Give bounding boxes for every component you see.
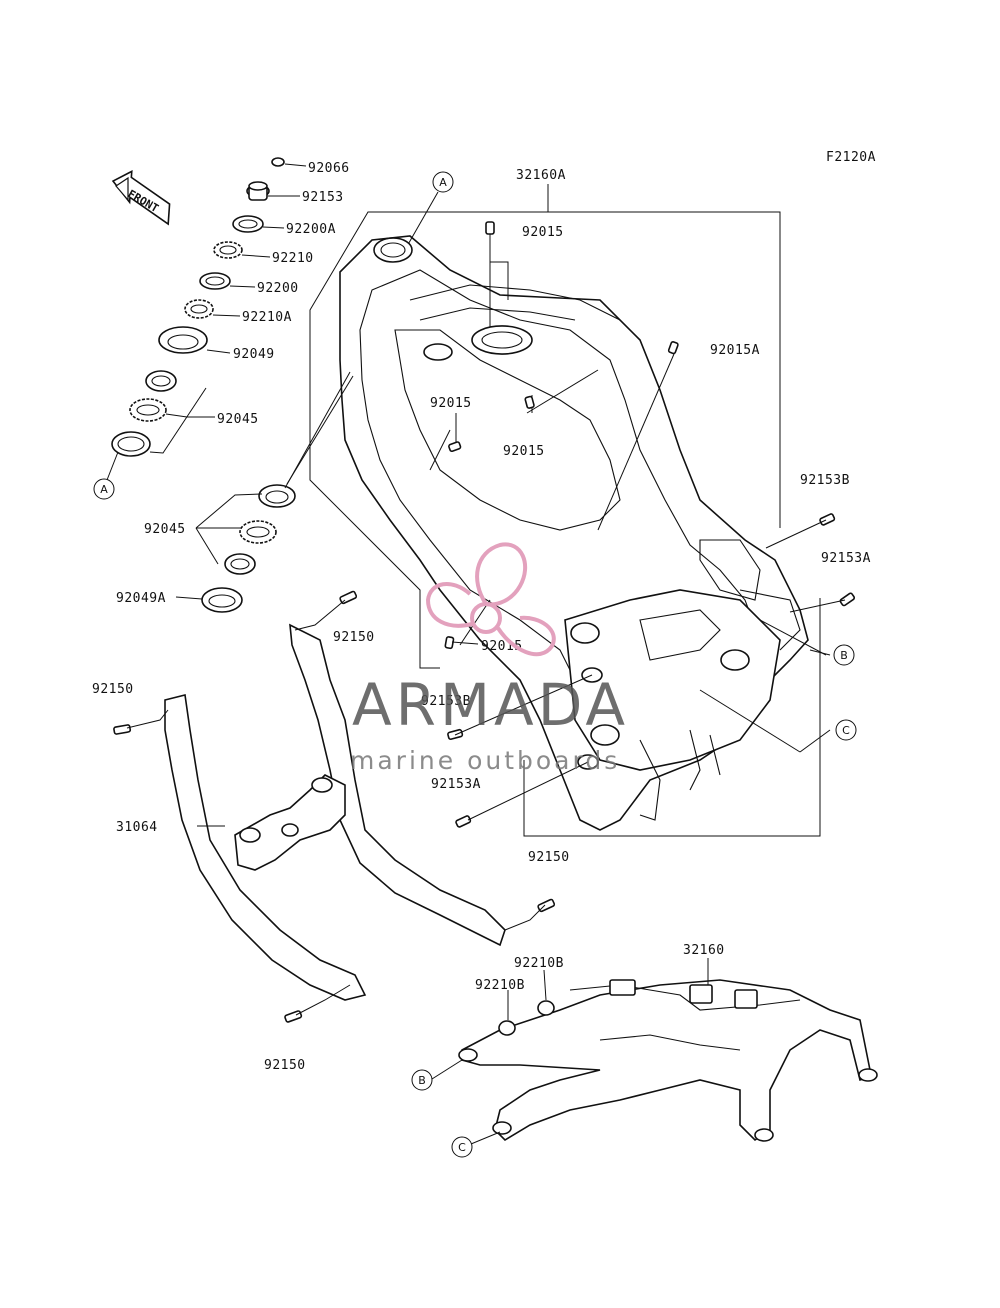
label-31064: 31064 bbox=[116, 820, 158, 835]
watermark-brand: ARMADA bbox=[352, 671, 629, 739]
svg-text:B: B bbox=[418, 1074, 426, 1087]
front-arrow-icon: FRONT bbox=[111, 169, 171, 226]
main-frame-brackets bbox=[309, 184, 821, 837]
watermark: ARMADA marine outboards bbox=[350, 542, 629, 775]
label-92153a-right: 92153A bbox=[821, 551, 871, 566]
label-92210a: 92210A bbox=[242, 310, 292, 325]
sub-frame bbox=[431, 958, 878, 1145]
label-92200: 92200 bbox=[257, 281, 299, 296]
label-92153: 92153 bbox=[302, 190, 344, 205]
label-92153b-right: 92153B bbox=[800, 473, 850, 488]
propeller-logo-icon bbox=[425, 542, 556, 657]
label-32160a: 32160A bbox=[516, 168, 566, 183]
svg-text:B: B bbox=[840, 649, 848, 662]
callout-b-subframe: B bbox=[411, 1069, 433, 1091]
figure-code: F2120A bbox=[826, 150, 876, 165]
lower-bearing-group bbox=[175, 371, 354, 613]
label-92210b-upper: 92210B bbox=[514, 956, 564, 971]
label-92153a-left: 92153A bbox=[431, 777, 481, 792]
label-92153b-left: 92153B bbox=[421, 694, 471, 709]
label-92015-left: 92015 bbox=[430, 396, 472, 411]
callout-b-frame: B bbox=[833, 644, 855, 666]
label-92045-lower: 92045 bbox=[144, 522, 186, 537]
callout-c-frame: C bbox=[835, 719, 857, 741]
label-92049: 92049 bbox=[233, 347, 275, 362]
label-92049a: 92049A bbox=[116, 591, 166, 606]
label-92210: 92210 bbox=[272, 251, 314, 266]
label-92066: 92066 bbox=[308, 161, 350, 176]
label-92200a: 92200A bbox=[286, 222, 336, 237]
steering-stack bbox=[106, 157, 307, 481]
label-92015-top: 92015 bbox=[522, 225, 564, 240]
label-32160: 32160 bbox=[683, 943, 725, 958]
label-92210b-lower: 92210B bbox=[475, 978, 525, 993]
svg-text:A: A bbox=[100, 483, 108, 496]
cap-92066 bbox=[271, 157, 285, 167]
callout-a-left: A bbox=[93, 478, 115, 500]
label-92150-bottom: 92150 bbox=[264, 1058, 306, 1073]
callout-c-subframe: C bbox=[451, 1136, 473, 1158]
label-92015-mid: 92015 bbox=[503, 444, 545, 459]
callout-a-top: A bbox=[432, 171, 454, 193]
label-92150-mid: 92150 bbox=[333, 630, 375, 645]
label-92150-left: 92150 bbox=[92, 682, 134, 697]
svg-text:A: A bbox=[439, 176, 447, 189]
down-tube-assembly bbox=[113, 590, 556, 1023]
label-92045: 92045 bbox=[217, 412, 259, 427]
main-frame bbox=[339, 221, 856, 831]
label-92150-right: 92150 bbox=[528, 850, 570, 865]
label-92015a: 92015A bbox=[710, 343, 760, 358]
watermark-tagline: marine outboards bbox=[350, 746, 620, 775]
svg-text:C: C bbox=[842, 724, 850, 737]
svg-text:C: C bbox=[458, 1141, 466, 1154]
